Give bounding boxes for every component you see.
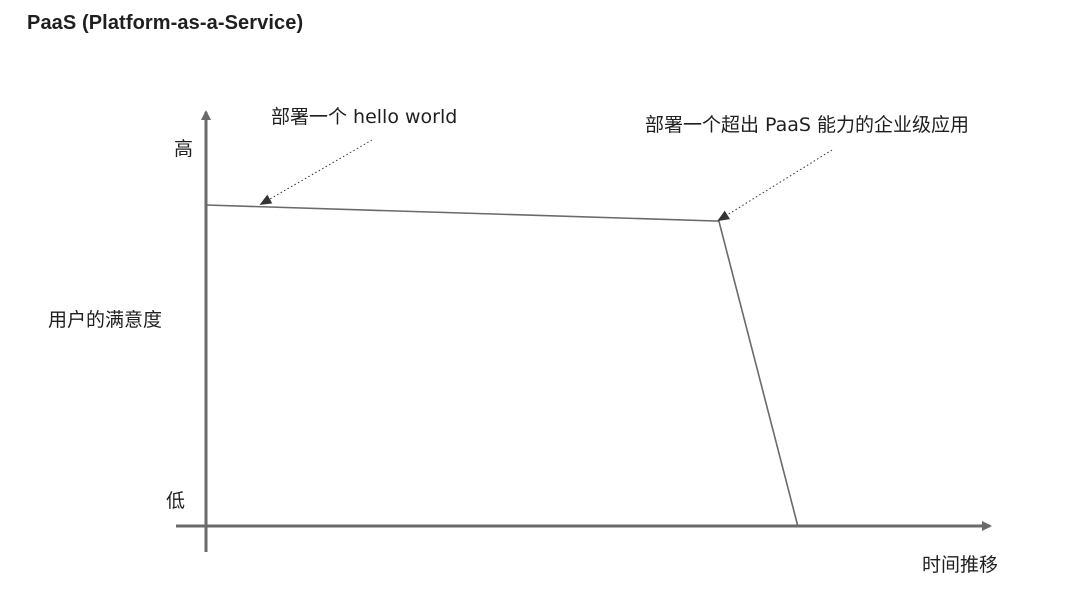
annotation-arrow-1 bbox=[717, 149, 833, 222]
x-axis-label: 时间推移 bbox=[922, 554, 999, 576]
annotation-layer bbox=[259, 139, 833, 222]
chart-title: PaaS (Platform-as-a-Service) bbox=[27, 12, 304, 34]
y-tick-label-low: 低 bbox=[166, 490, 186, 512]
series-layer bbox=[205, 204, 799, 527]
annotation-hello-world: 部署一个 hello world bbox=[271, 106, 458, 128]
y-tick-label-high: 高 bbox=[174, 138, 194, 160]
series-line-0 bbox=[205, 204, 799, 527]
y-axis-label: 用户的满意度 bbox=[48, 309, 163, 331]
annotation-enterprise-app: 部署一个超出 PaaS 能力的企业级应用 bbox=[645, 114, 970, 136]
annotation-arrow-0 bbox=[259, 139, 373, 206]
